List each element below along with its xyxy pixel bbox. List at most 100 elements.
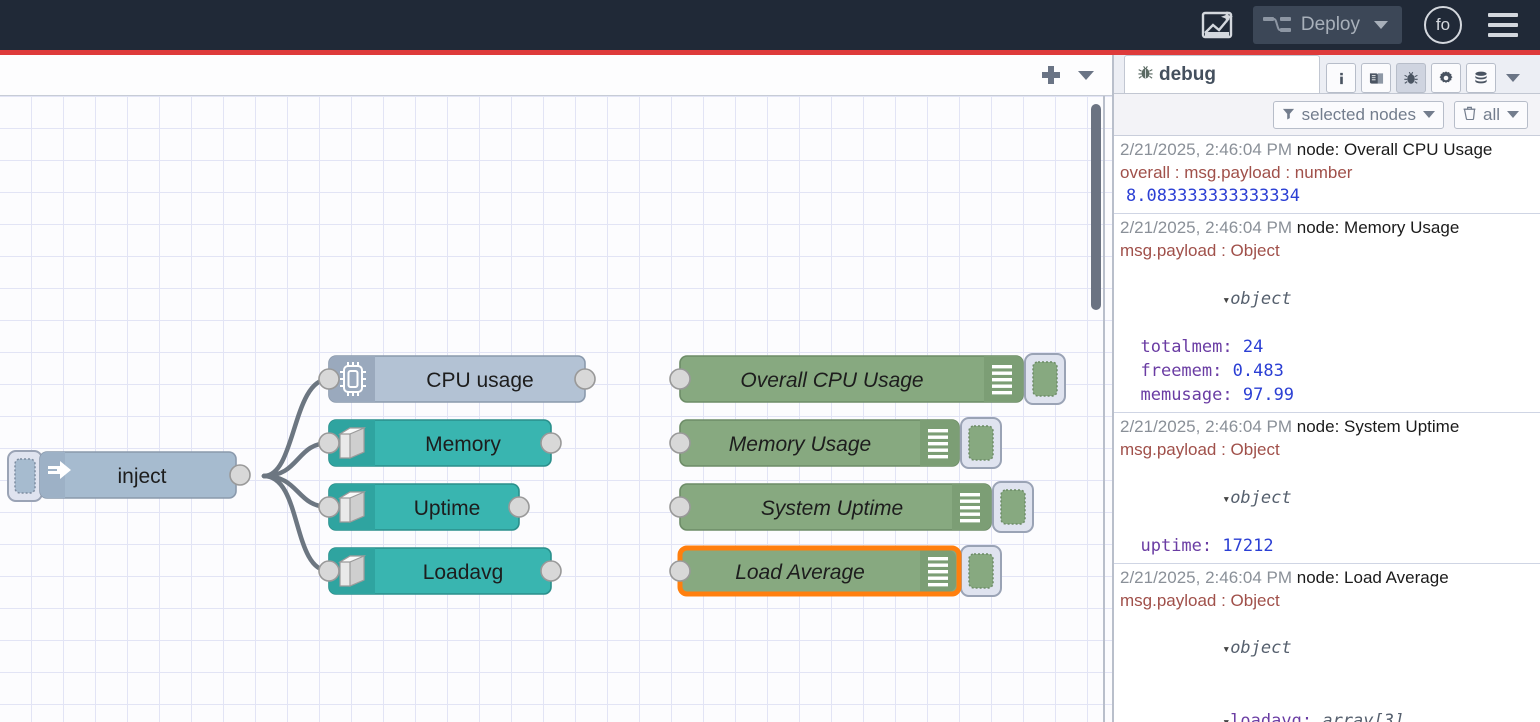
- flow-menu-button[interactable]: [1068, 58, 1104, 92]
- avatar-label: fo: [1435, 15, 1451, 34]
- flow-sparkle-icon[interactable]: [1195, 3, 1239, 47]
- debug-key: uptime: [1140, 535, 1202, 556]
- debug-message[interactable]: 2/21/2025, 2:46:04 PM node: Overall CPU …: [1114, 136, 1540, 215]
- hamburger-menu-icon[interactable]: [1488, 13, 1518, 37]
- book-icon[interactable]: [1361, 63, 1391, 93]
- caret-down-icon[interactable]: ▾: [1222, 715, 1230, 722]
- bug-icon: [1137, 64, 1154, 86]
- debug-object-root[interactable]: ▾object: [1120, 612, 1536, 684]
- flow-node-label: Loadavg: [423, 561, 504, 584]
- caret-down-icon[interactable]: ▾: [1222, 491, 1231, 507]
- trash-icon: [1463, 105, 1476, 125]
- debug-source-node: node: Memory Usage: [1296, 218, 1460, 238]
- deploy-button[interactable]: Deploy: [1252, 6, 1402, 44]
- flow-node-memory[interactable]: Memory: [318, 419, 562, 467]
- debug-value: 8.083333333333334: [1126, 186, 1300, 207]
- debug-object-row: freemem: 0.483: [1140, 361, 1284, 382]
- debug-message-list[interactable]: 2/21/2025, 2:46:04 PM node: Overall CPU …: [1114, 135, 1540, 722]
- layers-icon[interactable]: [1466, 63, 1496, 93]
- flow-node-debug-memory-usage[interactable]: Memory Usage: [669, 417, 1002, 469]
- debug-value: 24: [1242, 336, 1264, 357]
- bug-icon[interactable]: [1396, 63, 1426, 93]
- flow-node-uptime[interactable]: Uptime: [318, 483, 530, 531]
- caret-down-icon[interactable]: ▾: [1222, 642, 1231, 658]
- debug-array-label: loadavg:: [1230, 710, 1313, 722]
- canvas-vertical-scrollbar[interactable]: [1091, 104, 1101, 310]
- debug-timestamp: 2/21/2025, 2:46:04 PM: [1120, 417, 1293, 437]
- debug-filter-row: selected nodes all: [1114, 94, 1540, 135]
- flow-node-debug-load-average[interactable]: Load Average: [669, 545, 1002, 597]
- debug-timestamp: 2/21/2025, 2:46:04 PM: [1120, 218, 1293, 238]
- sidebar-tabrow: debug: [1114, 55, 1540, 94]
- workspace-tabbar: [0, 55, 1112, 96]
- flow-node-label: System Uptime: [761, 497, 903, 520]
- debug-value: 97.99: [1242, 385, 1295, 406]
- debug-message[interactable]: 2/21/2025, 2:46:04 PM node: System Uptim…: [1114, 413, 1540, 565]
- canvas-grid: [0, 96, 1112, 722]
- debug-object-root[interactable]: ▾object: [1120, 462, 1536, 534]
- funnel-icon: [1282, 105, 1295, 125]
- tab-debug-label: debug: [1159, 63, 1216, 85]
- caret-down-icon[interactable]: ▾: [1222, 292, 1231, 308]
- chevron-down-icon: [1506, 74, 1520, 82]
- chevron-down-icon: [1422, 111, 1435, 118]
- info-icon[interactable]: [1326, 63, 1356, 93]
- debug-object-row: uptime: 17212: [1140, 535, 1274, 556]
- flow-wires: [261, 376, 332, 574]
- debug-timestamp: 2/21/2025, 2:46:04 PM: [1120, 140, 1293, 159]
- flow-node-cpu-usage[interactable]: CPU usage: [318, 355, 596, 403]
- debug-object-row: totalmem: 24: [1140, 336, 1264, 357]
- debug-message[interactable]: 2/21/2025, 2:46:04 PM node: Load Average…: [1114, 564, 1540, 722]
- debug-root-label: object: [1230, 288, 1292, 309]
- sidebar-tool-buttons: [1326, 63, 1525, 93]
- flow-node-label: Uptime: [414, 497, 481, 520]
- clear-messages-button[interactable]: all: [1453, 100, 1528, 129]
- deploy-nodes-icon: [1262, 14, 1293, 36]
- flow-node-inject[interactable]: inject: [7, 450, 251, 502]
- lines-icon: [928, 429, 948, 459]
- debug-topic: msg.payload : Object: [1120, 439, 1280, 459]
- avatar[interactable]: fo: [1424, 6, 1462, 44]
- chevron-down-icon: [1078, 70, 1094, 80]
- add-flow-button[interactable]: [1034, 58, 1068, 92]
- server-box-icon: [337, 555, 367, 587]
- debug-value: 17212: [1222, 535, 1274, 556]
- flow-node-label: Overall CPU Usage: [740, 369, 923, 392]
- lines-icon: [928, 557, 948, 587]
- lines-icon: [992, 365, 1012, 395]
- flow-node-label: Memory: [425, 433, 501, 456]
- flow-canvas[interactable]: inject CPU usage: [0, 96, 1112, 722]
- debug-root-label: object: [1230, 487, 1292, 508]
- debug-source-node: node: Overall CPU Usage: [1296, 140, 1493, 159]
- debug-message[interactable]: 2/21/2025, 2:46:04 PM node: Memory Usage…: [1114, 214, 1540, 414]
- filter-selected-nodes-button[interactable]: selected nodes: [1272, 100, 1444, 129]
- flow-node-loadavg[interactable]: Loadavg: [318, 547, 562, 595]
- chip-icon: [340, 362, 366, 396]
- gear-icon[interactable]: [1431, 63, 1461, 93]
- sidebar-panel: debug: [1112, 55, 1540, 722]
- debug-timestamp: 2/21/2025, 2:46:04 PM: [1120, 568, 1293, 588]
- debug-key: memusage: [1140, 385, 1223, 406]
- debug-root-label: object: [1230, 638, 1292, 659]
- chevron-down-icon[interactable]: [1374, 21, 1388, 29]
- plus-icon: [1042, 66, 1060, 84]
- header-accent-bar: [0, 50, 1540, 55]
- debug-object-root[interactable]: ▾object: [1120, 263, 1536, 335]
- clear-label: all: [1482, 104, 1500, 124]
- debug-topic: overall : msg.payload : number: [1120, 162, 1353, 182]
- lines-icon: [960, 493, 980, 523]
- debug-array-root[interactable]: ▾loadavg: array[3]: [1120, 685, 1536, 722]
- flow-node-label: Memory Usage: [729, 433, 871, 456]
- server-box-icon: [337, 491, 367, 523]
- flow-node-debug-system-uptime[interactable]: System Uptime: [669, 481, 1034, 533]
- canvas-right-divider: [1103, 96, 1105, 722]
- debug-key: totalmem: [1140, 336, 1223, 357]
- sidebar-menu-button[interactable]: [1501, 64, 1525, 92]
- filter-label: selected nodes: [1301, 104, 1416, 124]
- tab-debug[interactable]: debug: [1124, 55, 1320, 93]
- flow-node-label: Load Average: [735, 561, 865, 584]
- debug-value: 0.483: [1232, 361, 1284, 382]
- app-header: Deploy fo: [0, 0, 1540, 50]
- flow-node-debug-overall-cpu-usage[interactable]: Overall CPU Usage: [669, 353, 1066, 405]
- debug-topic: msg.payload : Object: [1120, 590, 1280, 610]
